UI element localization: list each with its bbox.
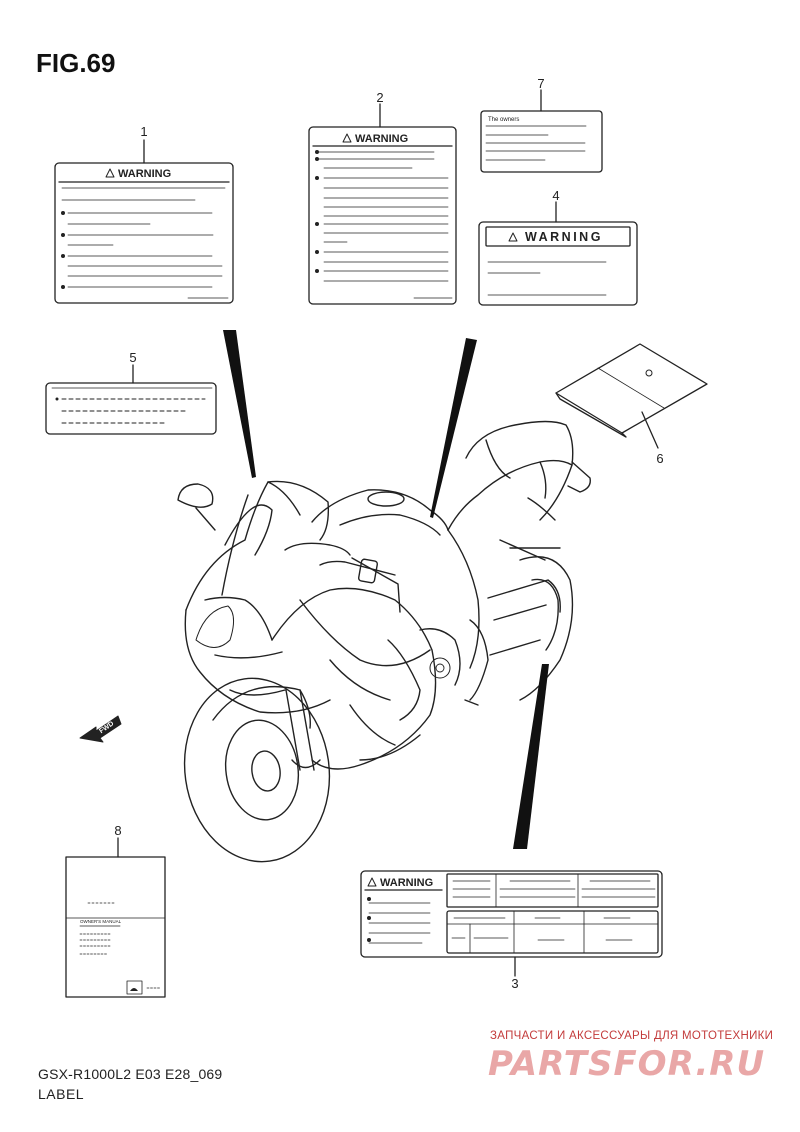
callout-7: 7 (537, 76, 544, 91)
watermark-logo[interactable]: PARTSFOR.RU (488, 1044, 766, 1084)
fwd-arrow (79, 715, 122, 743)
label-3-title: WARNING (380, 877, 433, 889)
figure-title: FIG.69 (36, 48, 116, 78)
pointer-wedges (223, 330, 549, 849)
figure-name: LABEL (38, 1086, 85, 1102)
callout-3: 3 (511, 976, 518, 991)
item-6-sheet[interactable] (555, 343, 708, 438)
callout-5: 5 (129, 350, 136, 365)
motorcycle-drawing (177, 420, 591, 863)
watermark-tagline: ЗАПЧАСТИ И АКСЕССУАРЫ ДЛЯ МОТОТЕХНИКИ (490, 1030, 774, 1042)
manual-title: OWNER'S MANUAL (80, 919, 122, 924)
label-7-title: The owners (488, 117, 519, 123)
callout-2: 2 (376, 90, 383, 105)
label-2-title: WARNING (355, 133, 408, 145)
label-3-combo[interactable] (360, 870, 663, 958)
label-4-title: WARNING (525, 230, 603, 244)
label-1-warning[interactable] (54, 162, 234, 304)
figure-code: GSX-R1000L2 E03 E28_069 (38, 1066, 223, 1082)
item-8-manual[interactable] (65, 856, 166, 998)
callout-1: 1 (140, 124, 147, 139)
callout-6: 6 (656, 451, 663, 466)
label-2-warning[interactable] (308, 126, 457, 305)
callout-4: 4 (552, 188, 559, 203)
callout-8: 8 (114, 823, 121, 838)
label-5[interactable] (45, 382, 217, 435)
label-4-warning[interactable] (478, 221, 638, 306)
label-1-title: WARNING (118, 168, 171, 180)
